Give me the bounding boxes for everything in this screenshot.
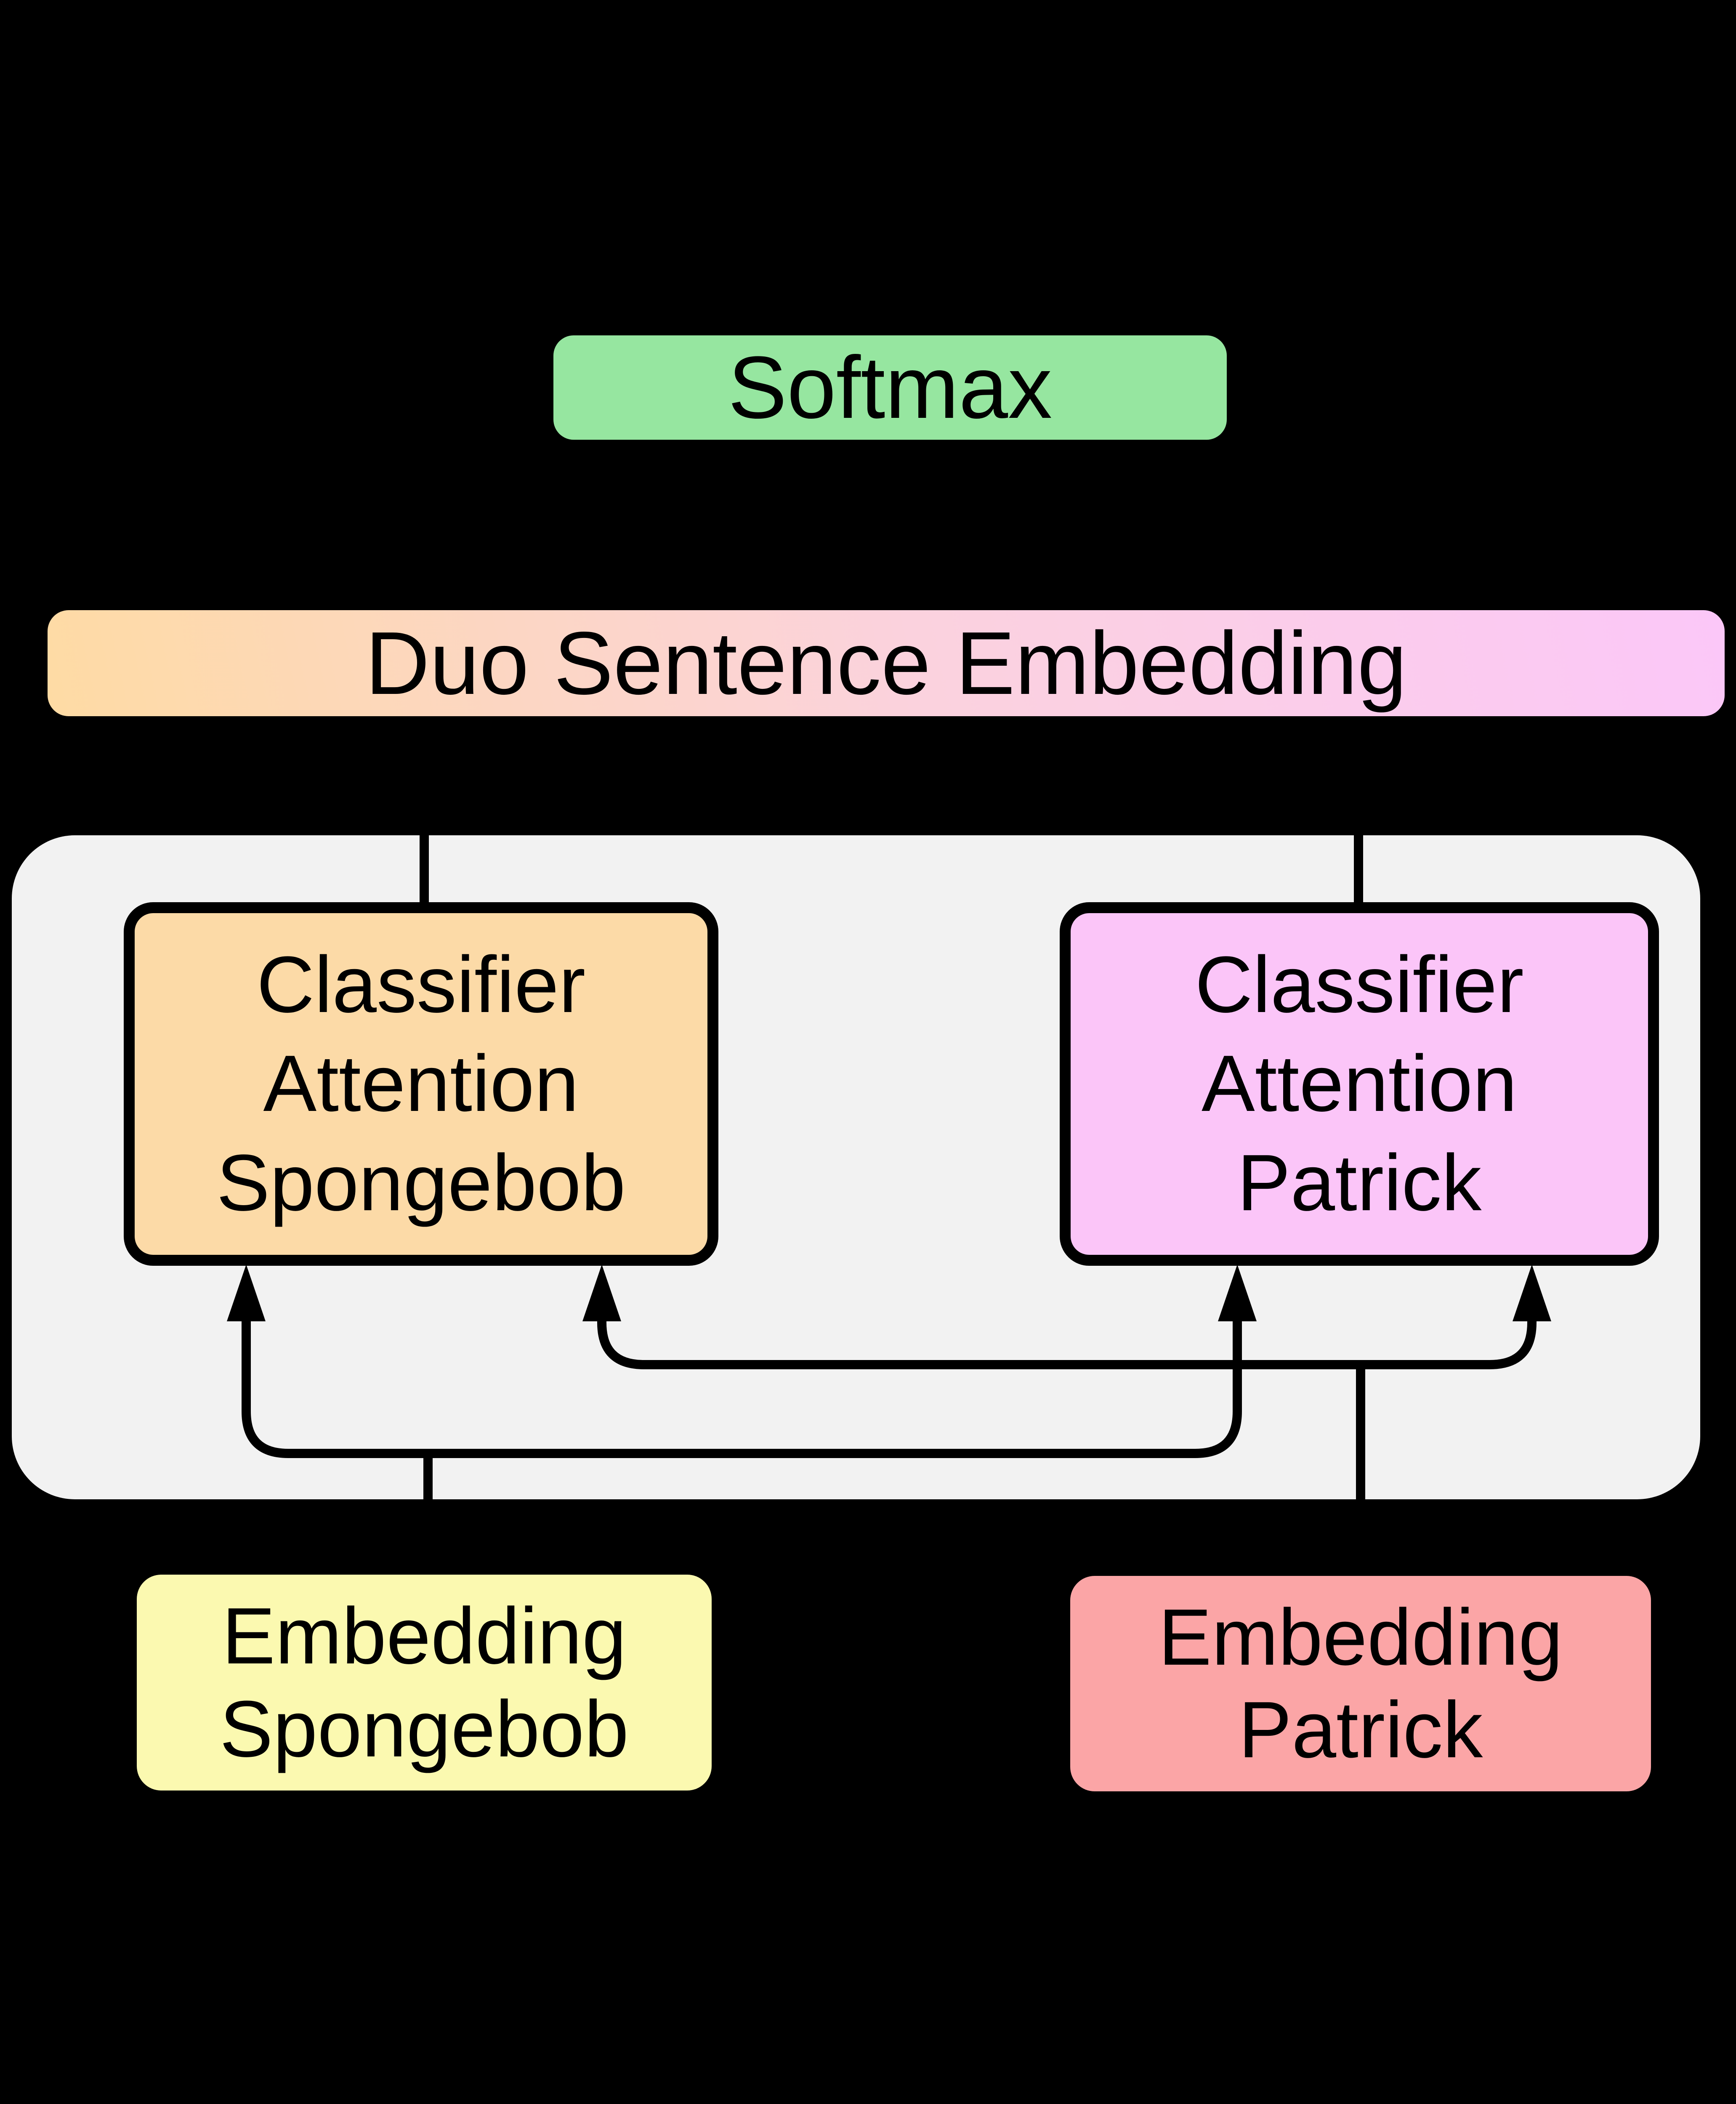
arrowhead-into-patrick-right (1513, 1265, 1551, 1321)
connector-patrick-branch-curve (597, 1311, 1537, 1369)
connector-spongebob-branch-curve (242, 1311, 1242, 1458)
embedding-spongebob-node: Embedding Spongebob (137, 1575, 712, 1791)
arrowhead-into-patrick-left (1218, 1265, 1257, 1321)
softmax-node: Softmax (553, 335, 1227, 440)
arrowhead-into-spongebob-left (227, 1265, 266, 1321)
classifier-attention-patrick-node: Classifier Attention Patrick (1060, 902, 1659, 1266)
classifier-attention-spongebob-node: Classifier Attention Spongebob (124, 902, 718, 1266)
embedding-patrick-node: Embedding Patrick (1070, 1576, 1651, 1791)
duo-sentence-embedding-node: Duo Sentence Embedding (48, 610, 1725, 716)
arrowhead-into-spongebob-right (582, 1265, 621, 1321)
